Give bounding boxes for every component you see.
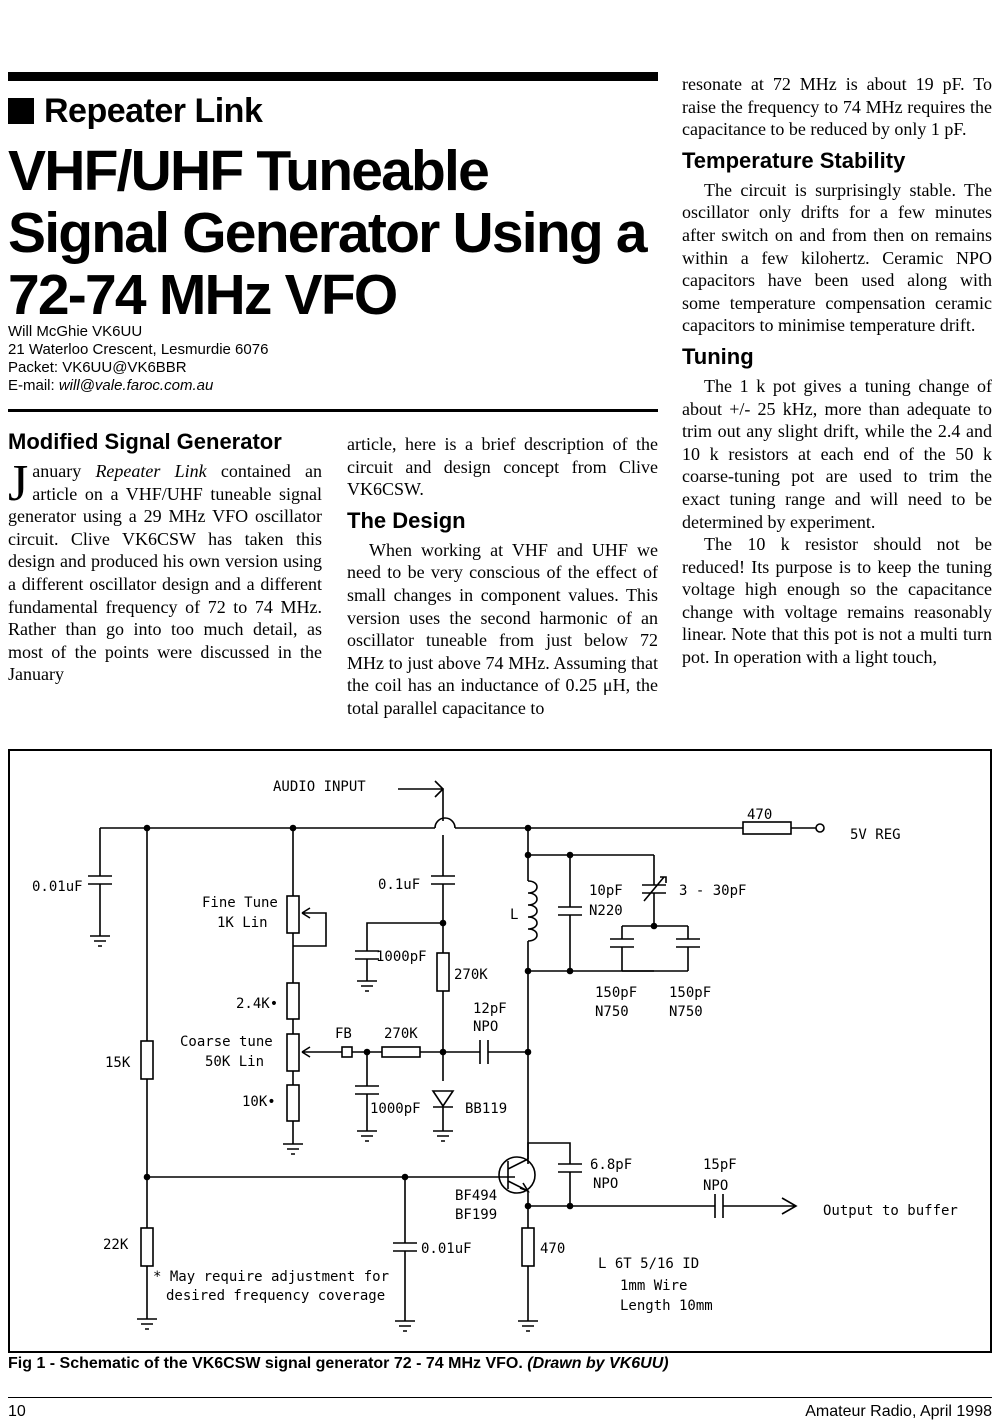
label-c68pf-type: NPO	[593, 1176, 619, 1192]
heading-modified-signal-generator: Modified Signal Generator	[8, 429, 282, 454]
section-kicker: Repeater Link	[8, 92, 263, 131]
label-c1000-top: 1000pF	[376, 949, 427, 965]
label-varicap: BB119	[465, 1101, 508, 1117]
label-c12pf-type: NPO	[473, 1019, 499, 1035]
col3-paragraph-1: resonate at 72 MHz is about 19 pF. To ra…	[682, 74, 992, 140]
schematic-diagram	[88, 780, 825, 1332]
label-c01: 0.1uF	[378, 877, 421, 893]
label-r24k: 2.4K•	[236, 996, 279, 1012]
col3-paragraph-4: The 10 k resistor should not be reduced!…	[682, 534, 992, 668]
col3-paragraph-3: The 1 k pot gives a tuning change of abo…	[682, 375, 992, 532]
column-2: article, here is a brief description of …	[347, 433, 658, 720]
footer-rule	[8, 1397, 992, 1398]
label-c10pf-type: N220	[589, 903, 623, 919]
label-r15k: 15K	[105, 1055, 131, 1071]
drop-cap: J	[8, 455, 29, 512]
label-transistor2: BF199	[455, 1207, 498, 1223]
label-r470-bot: 470	[540, 1241, 566, 1257]
column-3: resonate at 72 MHz is about 19 pF. To ra…	[682, 73, 992, 669]
label-c001-mid: 0.01uF	[421, 1241, 472, 1257]
col2-paragraph-1: article, here is a brief description of …	[347, 434, 658, 500]
label-coil1: L 6T 5/16 ID	[598, 1256, 700, 1272]
col2-paragraph-2: When working at VHF and UHF we need to b…	[347, 539, 658, 718]
label-r270k-h: 270K	[384, 1026, 418, 1042]
label-c15pf: 15pF	[703, 1157, 737, 1173]
header-rule	[8, 409, 658, 412]
heading-the-design: The Design	[347, 507, 466, 533]
label-audio-input: AUDIO INPUT	[273, 779, 366, 795]
label-c150a-type: N750	[595, 1004, 629, 1020]
email-address: will@vale.faroc.com.au	[58, 377, 214, 394]
author: Will McGhie VK6UU	[8, 323, 143, 340]
square-bullet-icon	[8, 98, 34, 124]
col3-paragraph-2: The circuit is surprisingly stable. The …	[682, 179, 992, 336]
label-transistor1: BF494	[455, 1188, 498, 1204]
label-c68pf: 6.8pF	[590, 1157, 633, 1173]
label-coarse-tune: Coarse tune	[180, 1034, 273, 1050]
magazine-issue: Amateur Radio, April 1998	[805, 1403, 992, 1420]
label-c150b-type: N750	[669, 1004, 703, 1020]
label-c15pf-type: NPO	[703, 1178, 729, 1194]
email-line: E-mail: will@vale.faroc.com.au	[8, 377, 214, 394]
address: 21 Waterloo Crescent, Lesmurdie 6076	[8, 341, 269, 358]
heading-tuning: Tuning	[682, 343, 754, 369]
heading-temperature-stability: Temperature Stability	[682, 147, 906, 173]
label-trimmer: 3 - 30pF	[679, 883, 747, 899]
schematic-frame: AUDIO INPUT 470 5V REG 0.01uF Fine Tune …	[8, 749, 992, 1353]
top-rule	[8, 72, 658, 81]
packet: Packet: VK6UU@VK6BBR	[8, 359, 187, 376]
label-fine-tune: Fine Tune	[202, 895, 278, 911]
byline: Will McGhie VK6UU 21 Waterloo Crescent, …	[8, 323, 268, 395]
figure-caption: Fig 1 - Schematic of the VK6CSW signal g…	[8, 1355, 669, 1372]
label-coil2: 1mm Wire	[620, 1278, 688, 1294]
label-r470-top: 470	[747, 807, 773, 823]
label-note1: * May require adjustment for	[153, 1269, 390, 1285]
label-fb: FB	[335, 1026, 352, 1042]
label-coarse-val: 50K Lin	[205, 1054, 265, 1070]
label-coil3: Length 10mm	[620, 1298, 713, 1314]
label-output: Output to buffer	[823, 1203, 958, 1219]
label-inductor: L	[510, 907, 519, 923]
label-r22k: 22K	[103, 1237, 129, 1253]
label-note2: desired frequency coverage	[166, 1288, 386, 1304]
label-fine-tune-val: 1K Lin	[217, 915, 268, 931]
label-c150a: 150pF	[595, 985, 638, 1001]
label-c12pf: 12pF	[473, 1001, 507, 1017]
label-supply: 5V REG	[850, 827, 901, 843]
label-r10k: 10K•	[242, 1094, 276, 1110]
label-c10pf: 10pF	[589, 883, 623, 899]
label-r270k-v: 270K	[454, 967, 488, 983]
page-number: 10	[8, 1403, 26, 1420]
label-c150b: 150pF	[669, 985, 712, 1001]
article-title: VHF/UHF Tuneable Signal Generator Using …	[8, 139, 648, 327]
label-c1000-bot: 1000pF	[370, 1101, 421, 1117]
label-c001-left: 0.01uF	[32, 879, 83, 895]
